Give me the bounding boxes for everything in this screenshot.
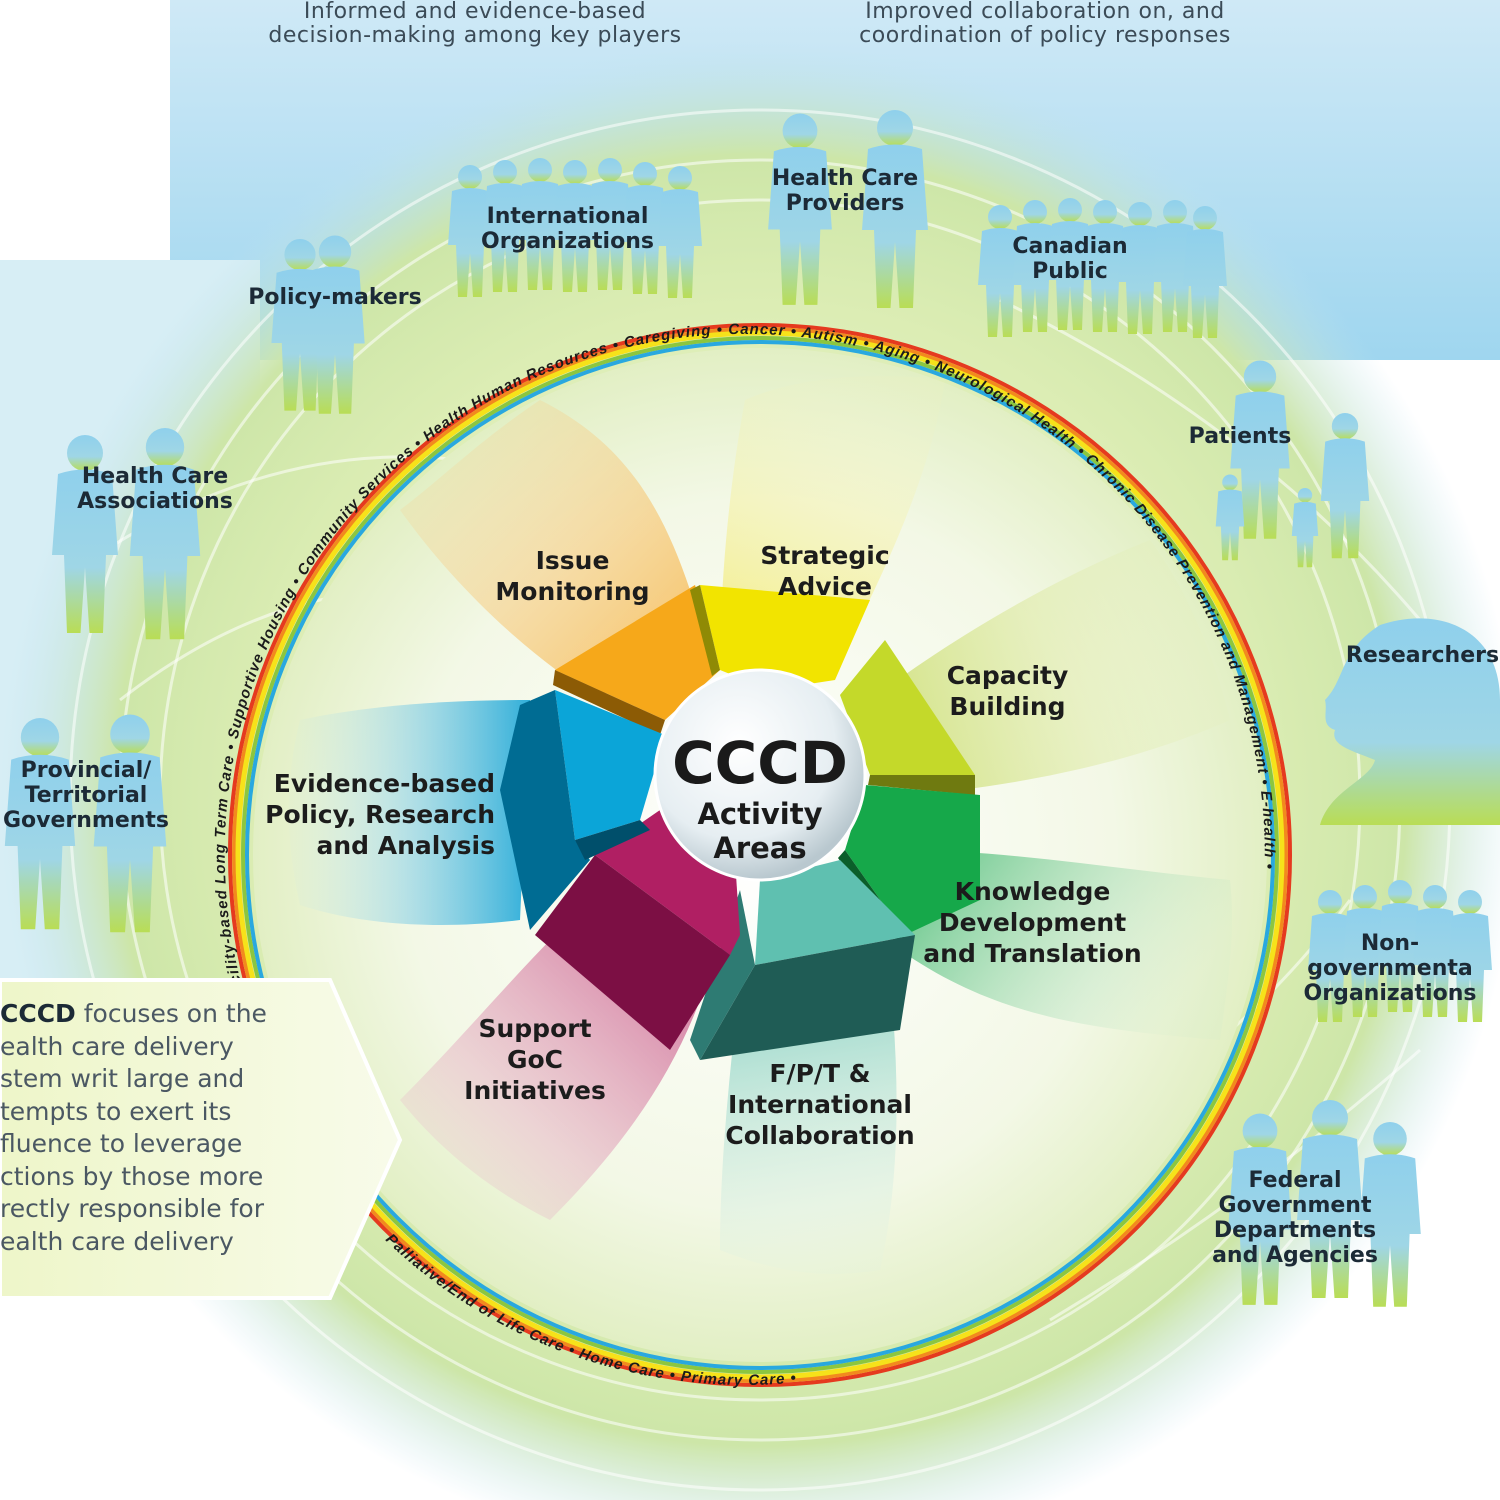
label-policy-makers: Policy-makers (248, 285, 422, 310)
knowledge-development-petal (900, 850, 1232, 1040)
label-fpt-collaboration: F/P/T & International Collaboration (725, 1059, 915, 1150)
label-support-goc: Support GoC Initiatives (464, 1014, 606, 1105)
label-knowledge-development: Knowledge Development and Translation (923, 877, 1142, 968)
evidence-based-petal (288, 700, 530, 925)
label-issue-monitoring: Issue Monitoring (495, 546, 650, 606)
fpt-collaboration-front (700, 935, 915, 1060)
strategic-advice-block (700, 585, 870, 690)
label-canadian-public: Canadian Public (1012, 234, 1128, 284)
note-lead: CCCD (0, 999, 76, 1028)
label-health-care-associations: Health Care Associations (77, 464, 233, 514)
caption-right: Improved collaboration on, and coordinat… (859, 0, 1231, 48)
label-strategic-advice: Strategic Advice (760, 541, 890, 601)
label-international-organizations: International Organizations (481, 204, 654, 254)
center-subtitle: Activity Areas (697, 797, 823, 865)
note-line-1-rest: focuses on the (75, 999, 267, 1028)
knowledge-development-block (845, 785, 980, 935)
evidence-based-block (555, 690, 665, 840)
note-line-4: tempts to exert its (0, 1096, 232, 1126)
label-evidence-based: Evidence-based Policy, Research and Anal… (265, 769, 495, 860)
note-panel (0, 978, 403, 1300)
researchers-head-icon (1320, 618, 1500, 825)
center-title: CCCD (672, 729, 848, 797)
note-line-7: rectly responsible for (0, 1194, 264, 1223)
note-line-2: ealth care delivery (0, 1031, 234, 1061)
evidence-based-front (500, 690, 590, 930)
label-federal-government: Federal Government Departments and Agenc… (1212, 1168, 1378, 1268)
label-patients: Patients (1188, 424, 1292, 449)
label-health-care-providers: Health Care Providers (771, 166, 919, 216)
fpt-collaboration-block (755, 860, 915, 965)
activity-wheel (500, 585, 980, 1060)
issue-monitoring-petal (400, 400, 690, 700)
note-line-6: ctions by those more (0, 1161, 264, 1191)
issue-monitoring-block (555, 585, 720, 720)
people-silhouettes (4, 110, 1500, 1307)
note-line-8: ealth care delivery (0, 1226, 234, 1256)
support-goc-front (535, 855, 730, 1050)
label-capacity-building: Capacity Building (946, 661, 1069, 721)
label-researchers: Researchers (1345, 643, 1500, 668)
note-line-1: CCCD focuses on the (0, 998, 300, 1031)
capacity-building-block (840, 640, 975, 775)
label-non-governmental-organizations: Non-governmenta Organizations (1303, 931, 1477, 1006)
note-text: CCCD focuses on the ealth care delivery … (0, 998, 300, 1258)
label-provincial-territorial-governments: Provincial/ Territorial Governments (2, 758, 170, 833)
fpt-collaboration-petal (720, 980, 897, 1274)
note-line-3: stem writ large and (0, 1064, 245, 1093)
caption-left: Informed and evidence-based decision-mak… (268, 0, 682, 48)
note-line-5: fluence to leverage (0, 1129, 243, 1158)
capacity-building-petal (870, 540, 1230, 790)
center-sphere (653, 668, 867, 882)
